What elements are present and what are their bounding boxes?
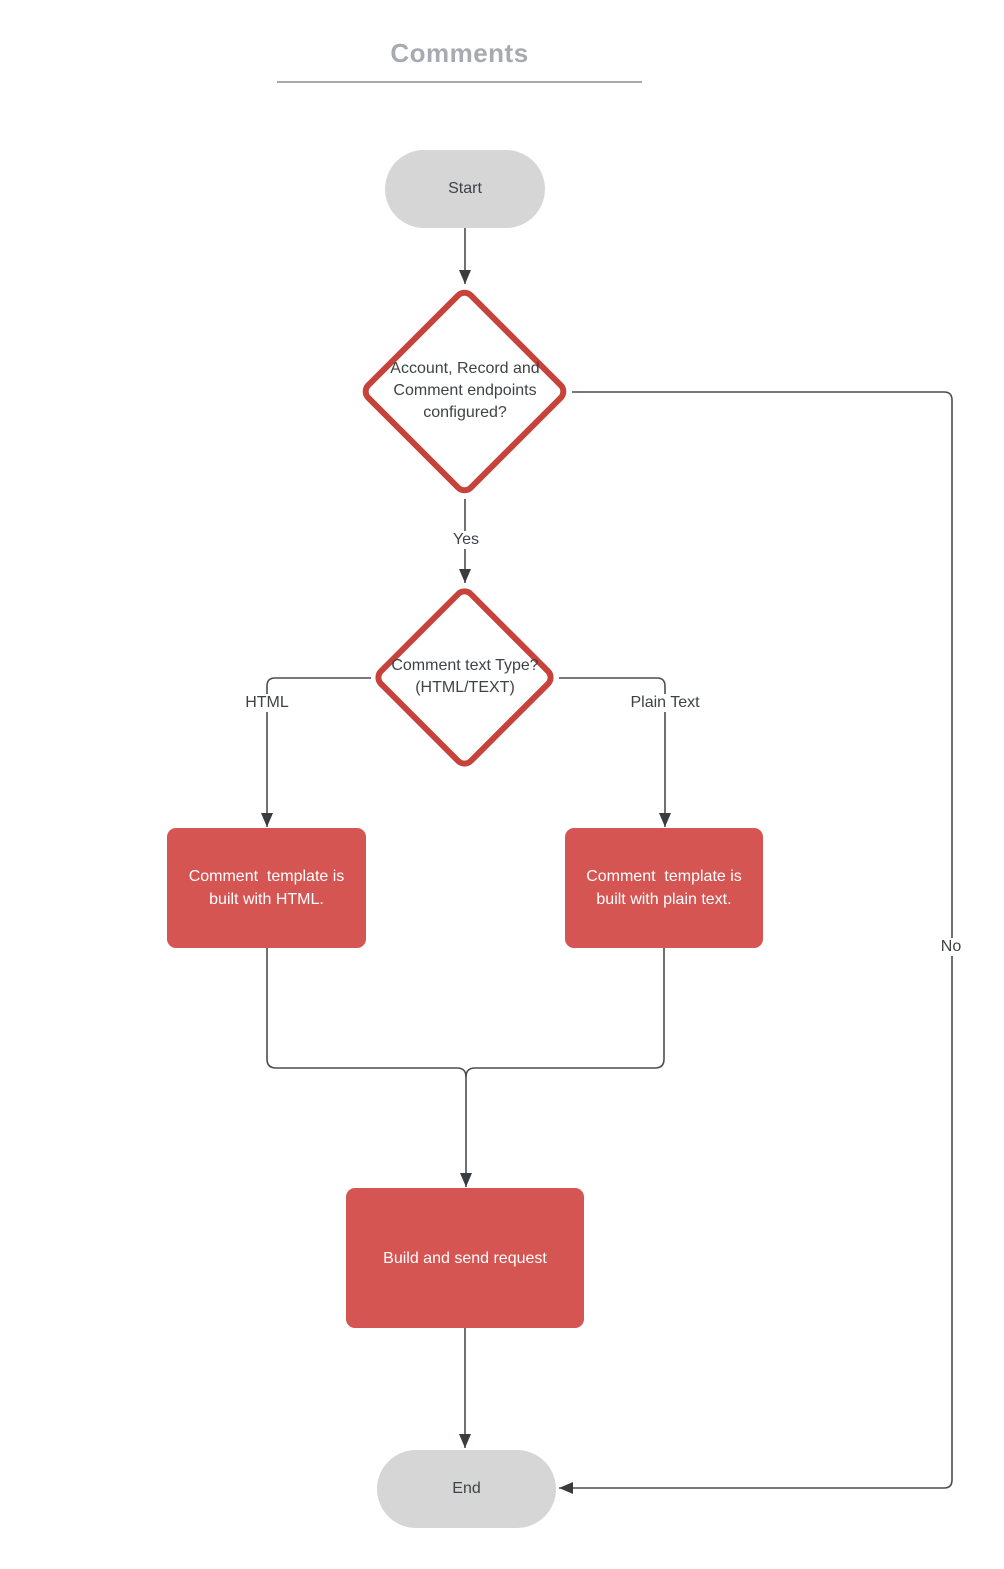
process-plain-template-node: Comment template is built with plain tex… — [565, 828, 763, 948]
edge-label-no: No — [936, 938, 966, 956]
edge-texttype-plain-to-process — [559, 677, 671, 827]
end-node: End — [377, 1450, 556, 1528]
page-title: Comments — [390, 38, 529, 68]
diagram-title-block: Comments — [277, 38, 642, 83]
edge-texttype-html-to-process — [261, 677, 371, 827]
edge-label-html: HTML — [241, 694, 293, 712]
edge-label-plain-text: Plain Text — [626, 694, 704, 712]
start-node-label: Start — [448, 180, 482, 197]
edge-html-process-to-build — [266, 948, 472, 1187]
start-node: Start — [385, 150, 545, 228]
decision-endpoints-label: Account, Record and Comment endpoints co… — [390, 360, 540, 421]
end-node-label: End — [452, 1480, 481, 1497]
edge-plain-process-to-build — [465, 948, 665, 1078]
decision-text-type-label: Comment text Type? (HTML/TEXT) — [391, 657, 539, 696]
process-html-template-node: Comment template is built with HTML. — [167, 828, 366, 948]
process-build-send-node: Build and send request — [346, 1188, 584, 1328]
edge-label-yes: Yes — [448, 531, 484, 549]
